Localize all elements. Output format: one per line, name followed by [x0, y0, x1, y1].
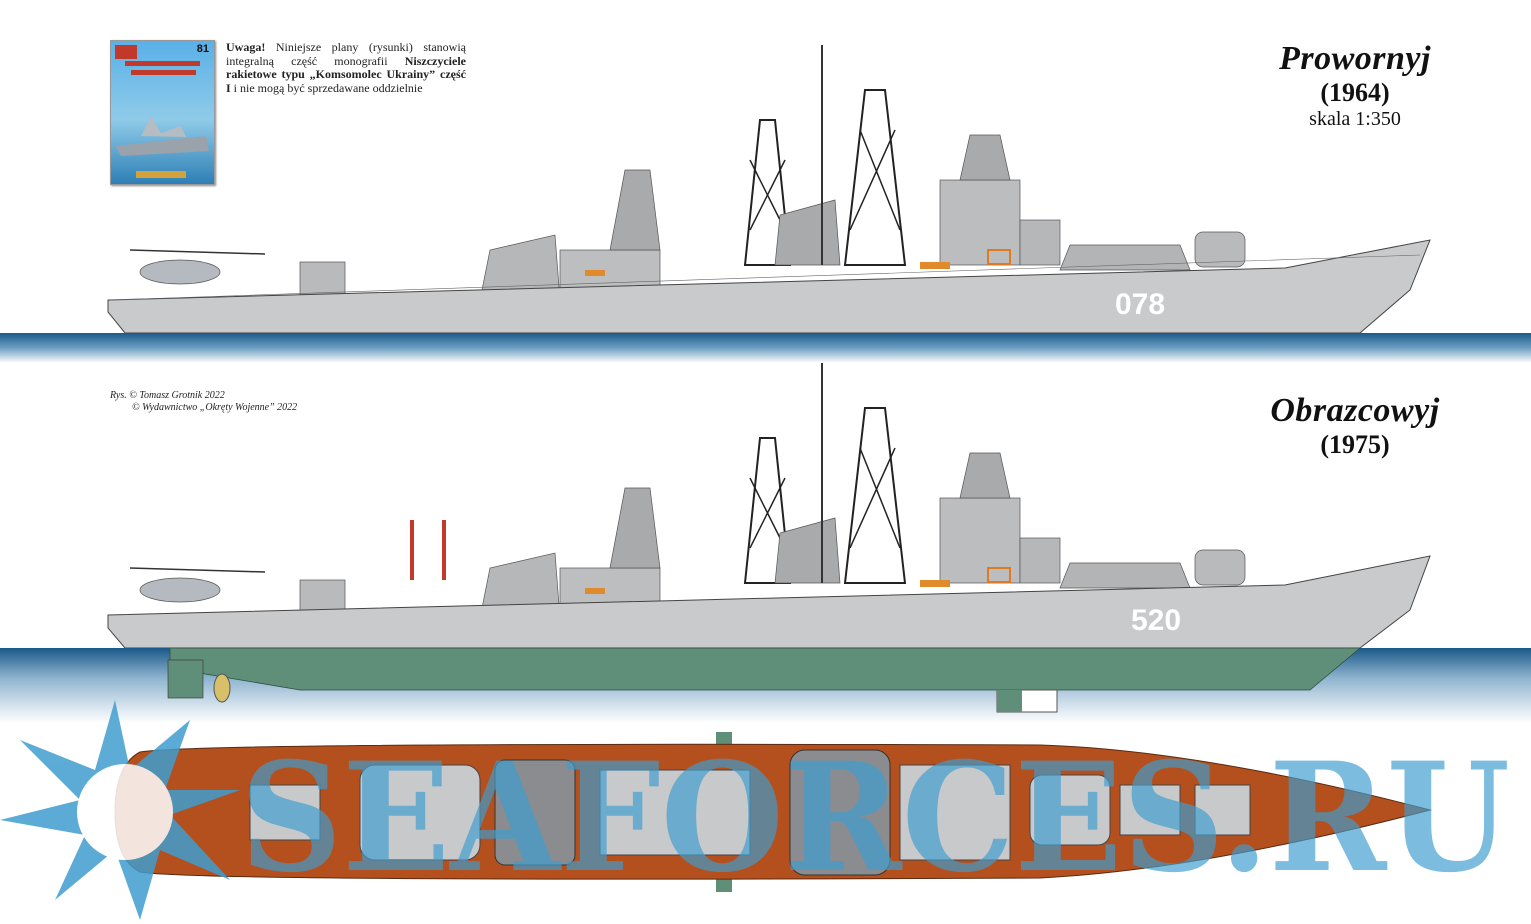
- ship-1-caption: Prowornyj (1964) skala 1:350: [1230, 40, 1480, 131]
- underwater-hull: [169, 647, 1362, 691]
- ship-1-hull-number: 078: [1115, 288, 1165, 321]
- cover-author-bar: [136, 171, 186, 178]
- notice-lead: Uwaga!: [226, 40, 266, 54]
- ship-1-name: Prowornyj: [1279, 40, 1431, 77]
- helicopter: [129, 249, 266, 285]
- credits: Rys. © Tomasz Grotnik 2022 © Wydawnictwo…: [110, 390, 297, 414]
- copyright-notice: Uwaga! Niniejsze plany (rysunki) stanowi…: [226, 40, 467, 95]
- notice-text: Niniejsze plany (rysunki) stanowią integ…: [226, 40, 467, 68]
- ship-2-year: (1975): [1320, 430, 1390, 459]
- ship-1-year: (1964): [1320, 78, 1390, 107]
- waterline: [0, 333, 1531, 363]
- magazine-logo: [115, 45, 137, 59]
- ship-1-side-profile: [0, 44, 1531, 363]
- credit-drawing: Rys. © Tomasz Grotnik 2022: [110, 390, 225, 401]
- notice-text-end: i nie mogą być sprzedawane oddzielnie: [233, 80, 423, 95]
- issue-number: 81: [196, 43, 209, 55]
- propeller: [213, 673, 231, 703]
- cover-title-bar: [131, 70, 196, 75]
- helicopter: [129, 567, 266, 603]
- cover-ship-photo: [116, 116, 209, 156]
- credit-publisher: © Wydawnictwo „Okręty Wojenne” 2022: [132, 402, 298, 413]
- ship-2-hull-number: 520: [1131, 604, 1181, 637]
- notice-monograph-title: Niszczyciele rakietowe typu „Komsomolec …: [226, 53, 466, 95]
- cover-title-bar: [125, 61, 200, 66]
- ship-2-caption: Obrazcowyj (1975): [1230, 392, 1480, 460]
- ship-2-side-profile: [0, 362, 1531, 723]
- watermark-text: SEAFORCES.RU: [240, 730, 1510, 906]
- watermark: SEAFORCES.RU: [0, 700, 1510, 920]
- drawing-scale: skala 1:350: [1309, 108, 1401, 130]
- sun-burst-logo: [0, 700, 240, 920]
- ship-2-name: Obrazcowyj: [1270, 392, 1440, 429]
- deck-plan-view: [114, 732, 1432, 892]
- book-cover-thumbnail: 81: [110, 40, 215, 185]
